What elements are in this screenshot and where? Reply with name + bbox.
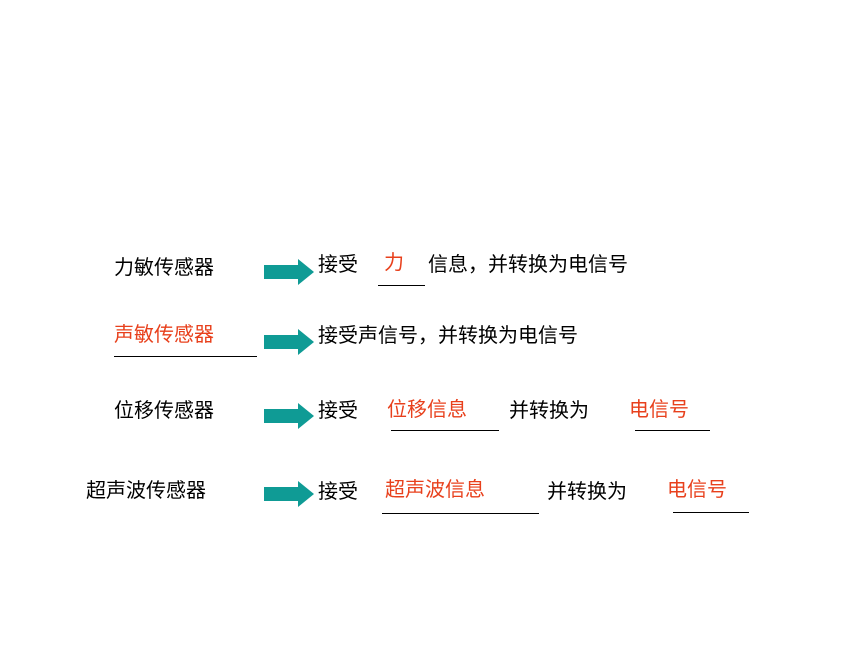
row3-answer-1-underline <box>391 430 499 431</box>
arrow-right-icon <box>264 403 314 429</box>
arrow-right-icon <box>264 481 314 507</box>
sensor-name-displacement: 位移传感器 <box>114 398 214 422</box>
row1-answer: 力 <box>384 250 404 274</box>
row1-answer-underline <box>378 285 425 286</box>
row2-text: 接受声信号，并转换为电信号 <box>318 323 578 347</box>
row2-answer-underline <box>114 356 257 357</box>
row4-answer-1-underline <box>382 513 539 514</box>
row3-answer-1: 位移信息 <box>387 397 467 421</box>
row4-answer-1: 超声波信息 <box>385 477 485 501</box>
arrow-right-icon <box>264 329 314 355</box>
row4-answer-2-underline <box>673 512 749 513</box>
row4-receive-label: 接受 <box>318 479 358 503</box>
row3-answer-2: 电信号 <box>629 397 689 421</box>
row3-receive-label: 接受 <box>318 398 358 422</box>
sensor-name-force: 力敏传感器 <box>114 255 214 279</box>
row3-convert-label: 并转换为 <box>509 398 589 422</box>
row4-convert-label: 并转换为 <box>547 479 627 503</box>
row4-answer-2: 电信号 <box>667 477 727 501</box>
row1-rest-text: 信息，并转换为电信号 <box>428 252 628 276</box>
row3-answer-2-underline <box>635 430 710 431</box>
row1-receive-label: 接受 <box>318 252 358 276</box>
sensor-name-ultrasonic: 超声波传感器 <box>86 478 206 502</box>
sensor-name-sound: 声敏传感器 <box>114 322 214 346</box>
arrow-right-icon <box>264 259 314 285</box>
